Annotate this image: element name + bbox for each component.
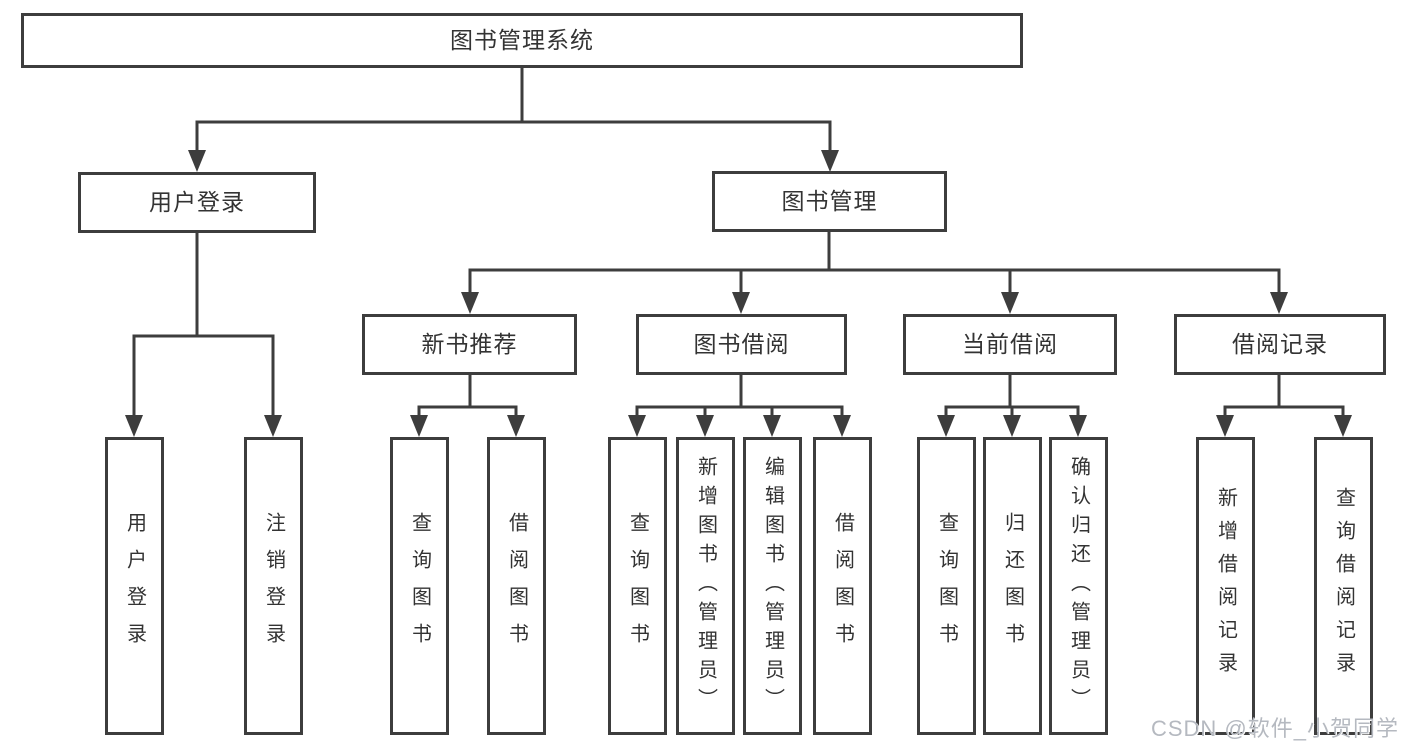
node-root-label: 图书管理系统	[450, 27, 594, 53]
arrowhead	[1003, 415, 1021, 437]
node-borrow-records-label: 借阅记录	[1232, 331, 1328, 357]
node-book-management-label: 图书管理	[781, 188, 878, 214]
leaf-return-book-label: 归还图书	[1001, 512, 1024, 660]
arrowhead	[1069, 415, 1087, 437]
leaf-borrow-books-2-label: 借阅图书	[831, 512, 854, 660]
leaf-borrow-books-1: 借阅图书	[487, 437, 546, 735]
leaf-borrow-books-2: 借阅图书	[813, 437, 872, 735]
arrowhead	[821, 150, 839, 172]
arrowhead	[628, 415, 646, 437]
arrowhead	[461, 292, 479, 314]
leaf-logout: 注销登录	[244, 437, 303, 735]
arrowhead	[1216, 415, 1234, 437]
leaf-query-books-3: 查询图书	[917, 437, 976, 735]
node-borrow-records: 借阅记录	[1174, 314, 1386, 375]
leaf-edit-book-admin-label: 编辑图书（管理员）	[761, 455, 784, 717]
leaf-add-borrow-record-label: 新增借阅记录	[1214, 487, 1237, 685]
node-book-borrow: 图书借阅	[636, 314, 847, 375]
node-user-login: 用户登录	[78, 172, 316, 233]
leaf-edit-book-admin: 编辑图书（管理员）	[743, 437, 802, 735]
leaf-confirm-return-admin: 确认归还（管理员）	[1049, 437, 1108, 735]
node-book-management: 图书管理	[712, 171, 947, 232]
arrowhead	[763, 415, 781, 437]
tree-edges	[132, 66, 1345, 419]
node-current-borrow: 当前借阅	[903, 314, 1117, 375]
node-root: 图书管理系统	[21, 13, 1023, 68]
arrowhead	[507, 415, 525, 437]
leaf-confirm-return-admin-label: 确认归还（管理员）	[1067, 455, 1090, 717]
leaf-return-book: 归还图书	[983, 437, 1042, 735]
leaf-add-book-admin-label: 新增图书（管理员）	[694, 455, 717, 717]
csdn-watermark: CSDN @软件_小贺同学	[1150, 716, 1399, 741]
arrowhead	[732, 292, 750, 314]
node-new-book-recommend: 新书推荐	[362, 314, 577, 375]
node-new-book-recommend-label: 新书推荐	[421, 331, 518, 357]
leaf-query-books-2-label: 查询图书	[626, 512, 649, 660]
leaf-query-books-1: 查询图书	[390, 437, 449, 735]
arrowhead	[125, 415, 143, 437]
leaf-user-login-label: 用户登录	[123, 512, 146, 660]
arrowhead	[188, 150, 206, 172]
leaf-query-books-3-label: 查询图书	[935, 512, 958, 660]
arrowhead	[696, 415, 714, 437]
arrowhead	[937, 415, 955, 437]
leaf-query-books-1-label: 查询图书	[408, 512, 431, 660]
leaf-query-borrow-record-label: 查询借阅记录	[1332, 487, 1355, 685]
leaf-borrow-books-1-label: 借阅图书	[505, 512, 528, 660]
node-current-borrow-label: 当前借阅	[962, 331, 1058, 357]
leaf-query-borrow-record: 查询借阅记录	[1314, 437, 1373, 735]
arrowhead	[410, 415, 428, 437]
arrowhead	[264, 415, 282, 437]
arrowhead	[1001, 292, 1019, 314]
leaf-add-book-admin: 新增图书（管理员）	[676, 437, 735, 735]
arrowhead	[1334, 415, 1352, 437]
leaf-logout-label: 注销登录	[262, 512, 285, 660]
leaf-user-login: 用户登录	[105, 437, 164, 735]
node-user-login-label: 用户登录	[149, 189, 245, 215]
arrowhead	[833, 415, 851, 437]
node-book-borrow-label: 图书借阅	[693, 331, 790, 357]
leaf-query-books-2: 查询图书	[608, 437, 667, 735]
leaf-add-borrow-record: 新增借阅记录	[1196, 437, 1255, 735]
arrowhead	[1270, 292, 1288, 314]
